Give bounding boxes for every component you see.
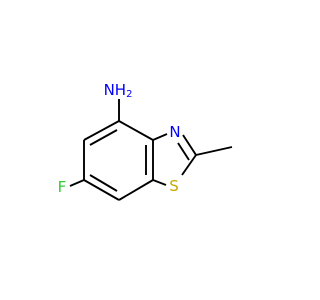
amine-nh-text: NH (104, 81, 127, 99)
bond-c6-c7-inner (89, 174, 118, 192)
molecule-diagram: NH2 N S F (58, 81, 233, 201)
bond-c4-c5 (83, 120, 120, 141)
fluorine-text: F (58, 178, 67, 196)
bond-c3a-n3 (152, 133, 168, 141)
bond-c6-c7 (83, 179, 120, 201)
bond-c2-s1 (181, 154, 197, 176)
sulfur-text: S (169, 177, 179, 195)
bond-c4-c5-inner (89, 129, 118, 146)
bond-n3-c2 (182, 134, 197, 156)
amine-subscript: 2 (126, 89, 132, 100)
fluorine-label: F (58, 178, 67, 196)
bond-n3-c2-inner (177, 142, 190, 161)
bond-c6-f (69, 179, 85, 187)
ring-nitrogen-text: N (169, 123, 180, 141)
bond-c7-c7a (118, 179, 154, 201)
sulfur-label: S (169, 177, 179, 195)
bond-c3a-c4 (118, 120, 154, 141)
bond-s1-c7a (152, 179, 167, 186)
ring-nitrogen-label: N (169, 123, 180, 141)
bond-c2-methyl (195, 146, 233, 156)
amine-label: NH2 (104, 81, 133, 100)
